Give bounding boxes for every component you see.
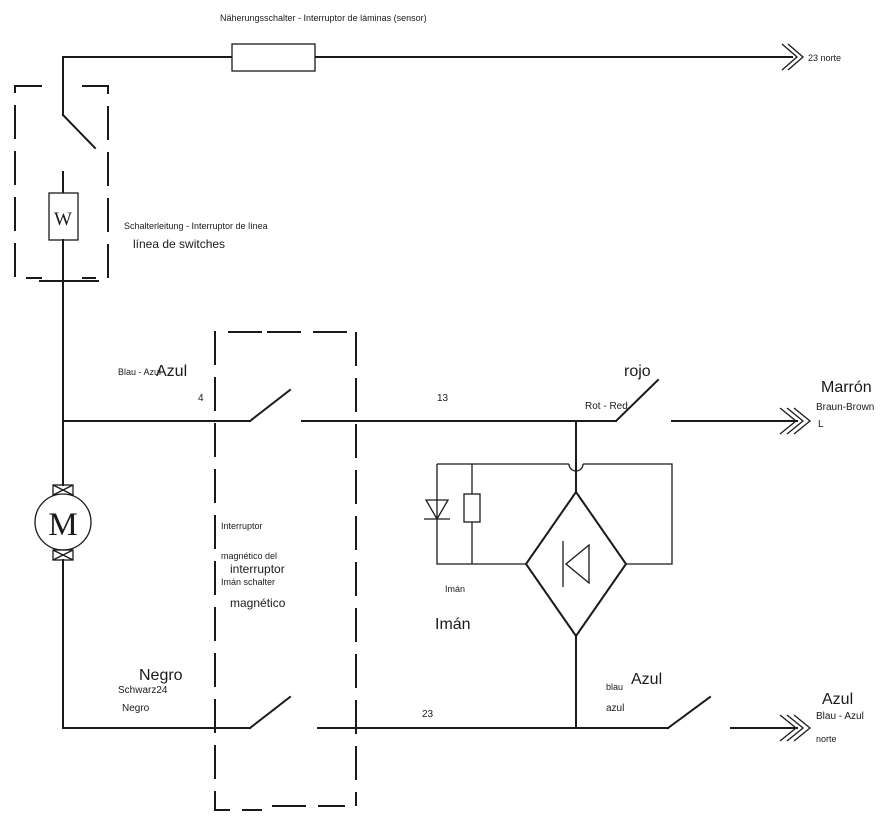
magnet-small-label: Imán [445,584,465,594]
reed-sensor-resistor [231,43,316,72]
brown-es-label: Marrón [821,379,872,396]
output-switch-upper-blade [614,378,660,423]
wall-switch-box [48,192,79,241]
switch-line-label-1: Schalterleitung - Interruptor de línea [124,221,268,231]
rectifier-bridge [524,490,628,638]
reed-switch-label-2: magnético del [221,551,277,561]
terminal-13-label: 13 [437,393,449,404]
wall-switch-blade [61,113,97,150]
reed-switch-label-4: Imán schalter [221,577,275,587]
blue-wire-es-label: Azul [156,363,187,380]
top-wire [62,56,793,116]
motor-symbol: M [48,507,77,543]
red-de-en-label: Rot - Red [585,401,628,412]
out-blue-es-label: Azul [822,691,853,708]
reed-switch-label-1: Interruptor [221,521,263,531]
black-es-small-label: Negro [122,703,150,714]
blue-wire-de-label: Blau - Azul [118,367,161,377]
bridge-diode [562,541,590,587]
terminal-arrow-top [781,43,804,71]
terminal-4-label: 4 [198,393,204,404]
motor-bottom-bracket [52,549,74,561]
output-switch-lower-blade [666,695,712,730]
blue-es-upper-label: Azul [631,671,662,688]
switch-enclosure [14,85,109,279]
black-es-label: Negro [139,667,183,684]
out-blue-de-label: Blau - Azul [816,711,864,722]
terminal-23-label: 23 [422,709,434,720]
wall-switch-symbol: W [54,209,72,230]
red-es-label: rojo [624,363,651,380]
terminal-arrow-brown [779,407,812,435]
reed-switch-label-5: magnético [230,596,286,610]
coil-resistor [463,493,481,523]
diagram-title: Näherungsschalter - Interruptor de lámin… [220,13,427,23]
brown-code-label: L [818,419,824,430]
brown-de-en-label: Braun-Brown [816,402,874,413]
reed-switch-lower-blade [248,695,292,730]
flyback-diode [424,499,450,521]
black-de-label: Schwarz24 [118,685,168,696]
switch-line-label-2: línea de switches [133,237,225,251]
terminal-top-label: 23 norte [808,53,841,63]
magnet-large-label: Imán [435,616,471,633]
blue-es-lower-label: azul [606,703,624,714]
reed-switch-upper-blade [248,388,292,423]
out-blue-code-label: norte [816,734,837,744]
terminal-arrow-blue [779,714,812,742]
blue-de-small-label: blau [606,682,623,692]
reed-switch-label-3: interruptor [230,562,285,576]
